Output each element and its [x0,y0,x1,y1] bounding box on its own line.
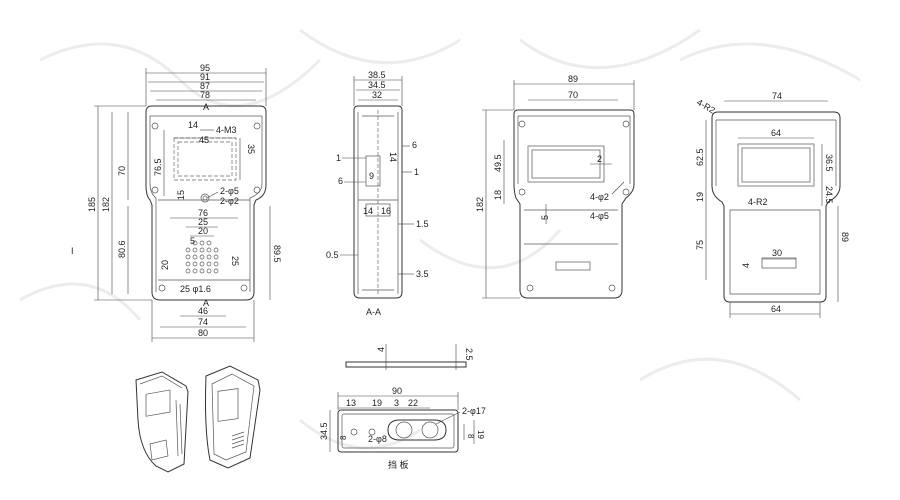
left-marker: I [71,246,74,256]
front-label-m3: 4-M3 [216,125,237,135]
front-dim-91: 91 [200,72,210,82]
front-dim-78: 78 [200,90,210,100]
plate-face [337,409,459,453]
plate-label-2phi17: 2-φ17 [462,406,486,416]
panel-outline [711,111,841,303]
plate-dim-34-5: 34.5 [319,422,329,440]
panel-dim-4: 4 [741,263,751,268]
back-dim-49-5: 49.5 [493,154,503,172]
plate-seg-22: 22 [408,398,418,408]
front-grid-dim-76: 76 [198,208,208,218]
section-dim-0-5: 0.5 [326,250,339,260]
front-grid-dim-25: 25 [198,217,208,227]
back-dim-5: 5 [540,215,550,220]
panel-dim-62-5: 62.5 [695,148,705,166]
plate-caption: 挡 板 [388,459,409,470]
back-label-4phi5: 4-φ5 [590,211,609,221]
section-dim-38-5: 38.5 [368,70,386,80]
back-dim-182: 182 [475,197,485,212]
plate-dim-8a: 8 [339,435,348,440]
panel-view: 4-R2 74 64 62.5 19 75 4 36.5 24.5 89 4-R… [695,91,850,318]
section-caption: A-A [366,307,381,317]
front-outline [145,105,267,301]
front-grid-dim-20b: 20 [160,260,170,270]
plate-top-edge [345,361,467,368]
front-grid-dim-25b: 25 [230,256,240,266]
front-dim-76-5: 76.5 [153,158,163,176]
section-dim-16: 16 [381,206,391,216]
section-dim-6: 6 [412,140,417,150]
back-label-4phi2: 4-φ2 [590,192,609,202]
panel-dim-24-5: 24.5 [824,186,834,204]
plate-dim-4: 4 [376,347,386,352]
section-dim-1b: 1 [414,167,419,177]
iso-front [135,371,189,473]
front-grid-dim-20: 20 [198,226,208,236]
panel-dim-75: 75 [695,240,705,250]
section-dim-14: 14 [388,152,398,162]
speaker-grid [185,240,219,274]
panel-dim-64b: 64 [771,304,781,314]
plate-dim-90: 90 [392,386,402,396]
panel-dim-36-5: 36.5 [824,154,834,172]
front-dim-89-5: 89.5 [272,245,282,263]
front-dim-80: 80 [198,328,208,338]
panel-dim-74: 74 [772,91,782,101]
front-grid-dim-5: 5 [190,236,195,246]
watermark [19,28,861,450]
panel-dim-64: 64 [771,128,781,138]
plate-seg-3: 3 [394,398,399,408]
front-label-14: 14 [188,120,198,130]
section-outline [353,105,403,299]
plate-label-2phi8: 2-φ8 [368,434,387,444]
back-outline [513,109,635,299]
section-dim-6b: 6 [338,176,343,186]
plate-seg-13: 13 [346,398,356,408]
section-dim-1-5: 1.5 [416,219,429,229]
front-dim-70: 70 [117,166,127,176]
section-dim-9: 9 [369,171,374,181]
plate-seg-19: 19 [372,398,382,408]
front-section-marker: A [203,102,209,112]
front-dim-35: 35 [246,144,256,154]
section-view: 38.5 34.5 32 6 1 14 9 6 1 14 16 1.5 0.5 … [326,70,429,317]
section-dim-32: 32 [372,90,382,100]
panel-dim-19: 19 [695,192,705,202]
section-dim-14b: 14 [363,206,373,216]
front-label-45: 45 [199,135,209,145]
panel-inner-label: 4-R2 [748,197,768,207]
front-section-marker-bottom: A [203,298,209,308]
panel-dim-30: 30 [772,248,782,258]
front-view: 95 91 87 78 A 185 182 70 76.5 80.6 35 89… [87,63,282,342]
back-view: 89 70 182 49.5 18 5 2 4-φ2 4-φ5 [475,74,635,299]
section-dim-3-5: 3.5 [416,269,429,279]
front-dim-182: 182 [101,197,111,212]
plate-dim-8b: 8 [466,434,475,439]
section-dim-1: 1 [336,153,341,163]
plate-dim-19: 19 [476,430,485,439]
iso-back [205,365,261,469]
front-dim-74: 74 [198,317,208,327]
back-dim-89: 89 [568,74,578,84]
front-dim-95: 95 [200,63,210,73]
front-dim-87: 87 [200,81,210,91]
back-dim-70: 70 [568,90,578,100]
section-dim-34-5: 34.5 [368,80,386,90]
front-label-15: 15 [176,190,186,200]
front-label-2phi2: 2-φ2 [220,196,239,206]
front-label-2phi5: 2-φ5 [220,186,239,196]
front-grid-hole: 25 φ1.6 [180,284,211,294]
front-dim-80-6: 80.6 [117,240,127,258]
panel-dim-89: 89 [840,232,850,242]
end-plate: 4 2.5 90 13 19 3 22 2-φ17 2-φ8 34.5 8 8 … [319,344,486,470]
back-label-2: 2 [597,154,602,164]
front-dim-185: 185 [87,197,97,212]
plate-dim-2-5: 2.5 [464,348,474,361]
back-dim-18: 18 [493,190,503,200]
front-dim-46: 46 [198,306,208,316]
